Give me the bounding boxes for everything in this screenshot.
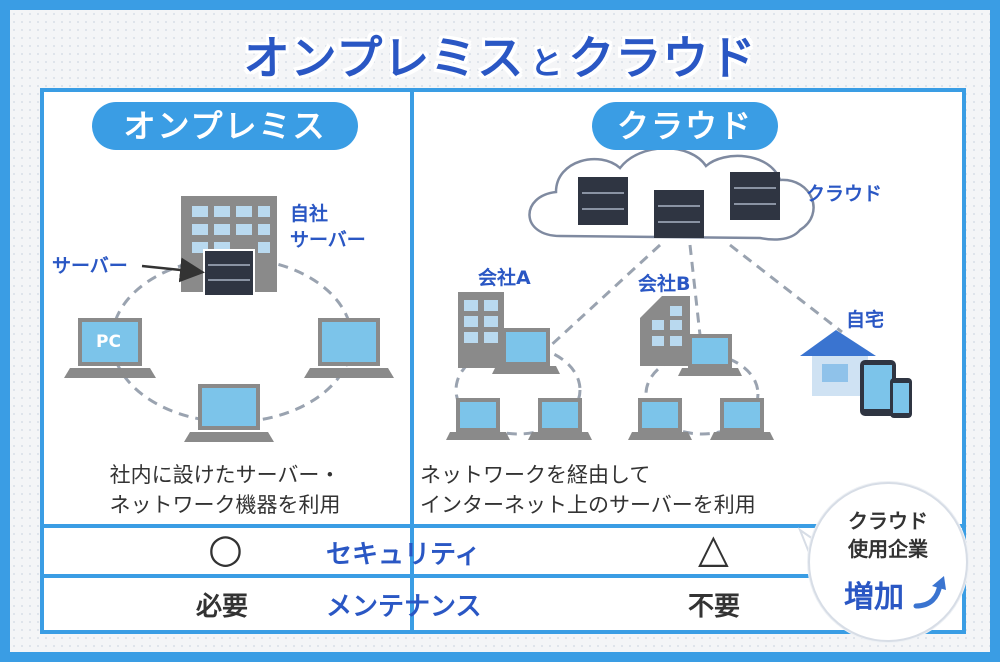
row-divider-top xyxy=(40,524,966,528)
maintenance-onpremise-value: 必要 xyxy=(196,592,249,622)
server-arrow-icon xyxy=(141,257,205,283)
security-onpremise-value: ○ xyxy=(208,526,243,572)
laptop-icon-right xyxy=(304,318,394,378)
pc-label: PC xyxy=(96,332,121,352)
company-a-building-icon xyxy=(458,292,504,368)
company-a-label: 会社A xyxy=(478,267,531,289)
tablet-icon xyxy=(860,360,896,416)
maintenance-label: メンテナンス xyxy=(326,592,482,622)
company-b-label: 会社B xyxy=(638,273,691,295)
company-b-building-icon xyxy=(640,296,690,366)
home-label: 自宅 xyxy=(846,309,885,331)
cloud-description-line1: ネットワークを経由して xyxy=(420,463,651,487)
badge-line2: 使用企業 xyxy=(848,537,928,561)
company-a-laptop-left-icon xyxy=(446,398,510,440)
laptop-icon-bottom xyxy=(184,384,274,442)
maintenance-cloud-value: 不要 xyxy=(688,592,741,622)
badge-emphasis: 増加 xyxy=(844,580,904,615)
cloud-usage-badge: クラウド 使用企業 増加 xyxy=(808,482,968,642)
security-cloud-value: △ xyxy=(698,526,729,572)
title-cloud: クラウド xyxy=(568,31,757,85)
company-b-laptop-left-icon xyxy=(628,398,692,440)
page-title: オンプレミスとクラウド xyxy=(0,22,1000,88)
cloud-description-line2: インターネット上のサーバーを利用 xyxy=(420,493,756,517)
building-label-line1: 自社 xyxy=(290,203,329,225)
company-a-laptop-right-icon xyxy=(528,398,592,440)
company-a-network-ring xyxy=(454,344,582,436)
company-a-laptop-main-icon xyxy=(492,328,560,374)
onpremise-heading: オンプレミス xyxy=(92,102,358,150)
onpremise-server-icon xyxy=(203,249,255,297)
row-divider-middle xyxy=(40,574,966,578)
column-divider xyxy=(410,88,414,634)
home-icon xyxy=(800,330,876,396)
onpremise-description: 社内に設けたサーバー・ ネットワーク機器を利用 xyxy=(50,460,400,520)
cloud-connections xyxy=(546,243,843,350)
onpremise-description-line2: ネットワーク機器を利用 xyxy=(109,493,341,517)
badge-line1: クラウド xyxy=(848,509,928,533)
smartphone-icon xyxy=(890,378,912,418)
cloud-server-icon-1 xyxy=(578,177,628,225)
building-label-line2: サーバー xyxy=(290,229,366,251)
title-onpremise: オンプレミス xyxy=(243,31,525,85)
security-label: セキュリティ xyxy=(326,540,481,570)
cloud-server-icon-2 xyxy=(654,190,704,238)
company-b-laptop-right-icon xyxy=(710,398,774,440)
cloud-label: クラウド xyxy=(806,183,883,205)
server-label: サーバー xyxy=(52,255,128,277)
title-connector: と xyxy=(530,44,563,82)
cloud-server-icon-3 xyxy=(730,172,780,220)
cloud-description: ネットワークを経由して インターネット上のサーバーを利用 xyxy=(420,460,820,520)
cloud-heading: クラウド xyxy=(592,102,778,150)
onpremise-description-line1: 社内に設けたサーバー・ xyxy=(109,463,341,487)
company-b-laptop-main-icon xyxy=(678,334,742,376)
laptop-icon-left xyxy=(64,318,156,378)
curved-up-arrow-icon xyxy=(913,576,946,609)
